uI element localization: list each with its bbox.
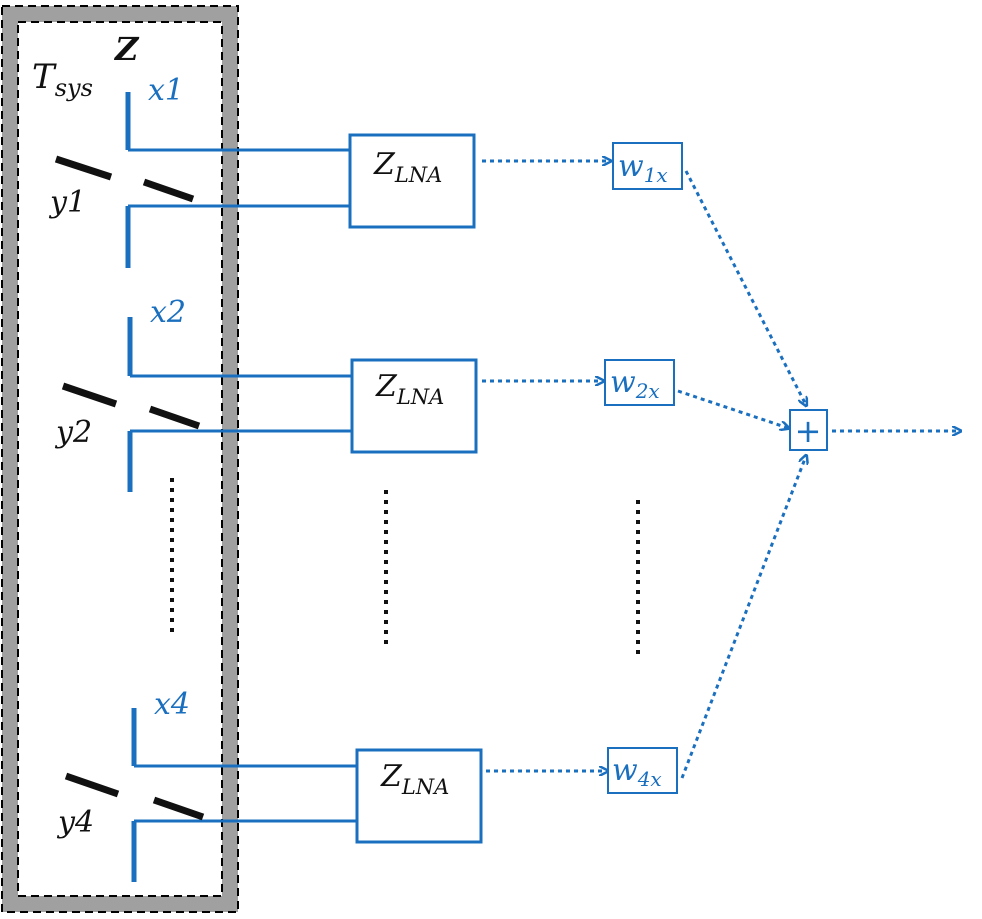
svg-text:ZLNA: ZLNA — [375, 369, 444, 409]
svg-text:ZLNA: ZLNA — [373, 147, 442, 187]
x1-label: x1 — [148, 73, 184, 108]
plus-sign: + — [795, 412, 822, 450]
antenna-element-2: x2 y2 — [54, 295, 352, 492]
svg-text:ZLNA: ZLNA — [380, 759, 449, 799]
weight-box-w4: w4x — [607, 747, 678, 794]
summer-block: + — [789, 409, 828, 451]
antenna-element-1: x1 y1 — [48, 73, 350, 268]
svg-text:w2x: w2x — [610, 365, 660, 403]
x4-label: x4 — [154, 687, 190, 722]
weight-box-w2: w2x — [604, 359, 675, 406]
svg-text:w4x: w4x — [612, 753, 662, 791]
lna-block-1: ZLNA — [348, 133, 476, 229]
y4-label: y4 — [56, 805, 94, 840]
arrow-w2-to-sum — [677, 389, 788, 428]
arrow-w4-to-sum — [680, 456, 806, 779]
weight-box-w1: w1x — [612, 142, 683, 190]
arrow-w1-to-sum — [684, 170, 806, 405]
y1-label: y1 — [48, 185, 86, 220]
array-enclosure — [1, 5, 239, 913]
impedance-z-label: Z — [113, 30, 140, 68]
y2-label: y2 — [54, 415, 92, 450]
lna-block-2: ZLNA — [350, 358, 478, 454]
t-sys-label: Tsys — [32, 57, 93, 102]
x2-label: x2 — [150, 295, 186, 330]
svg-text:w1x: w1x — [618, 149, 668, 187]
antenna-element-4: x4 y4 — [56, 687, 357, 882]
lna-block-4: ZLNA — [355, 748, 483, 844]
